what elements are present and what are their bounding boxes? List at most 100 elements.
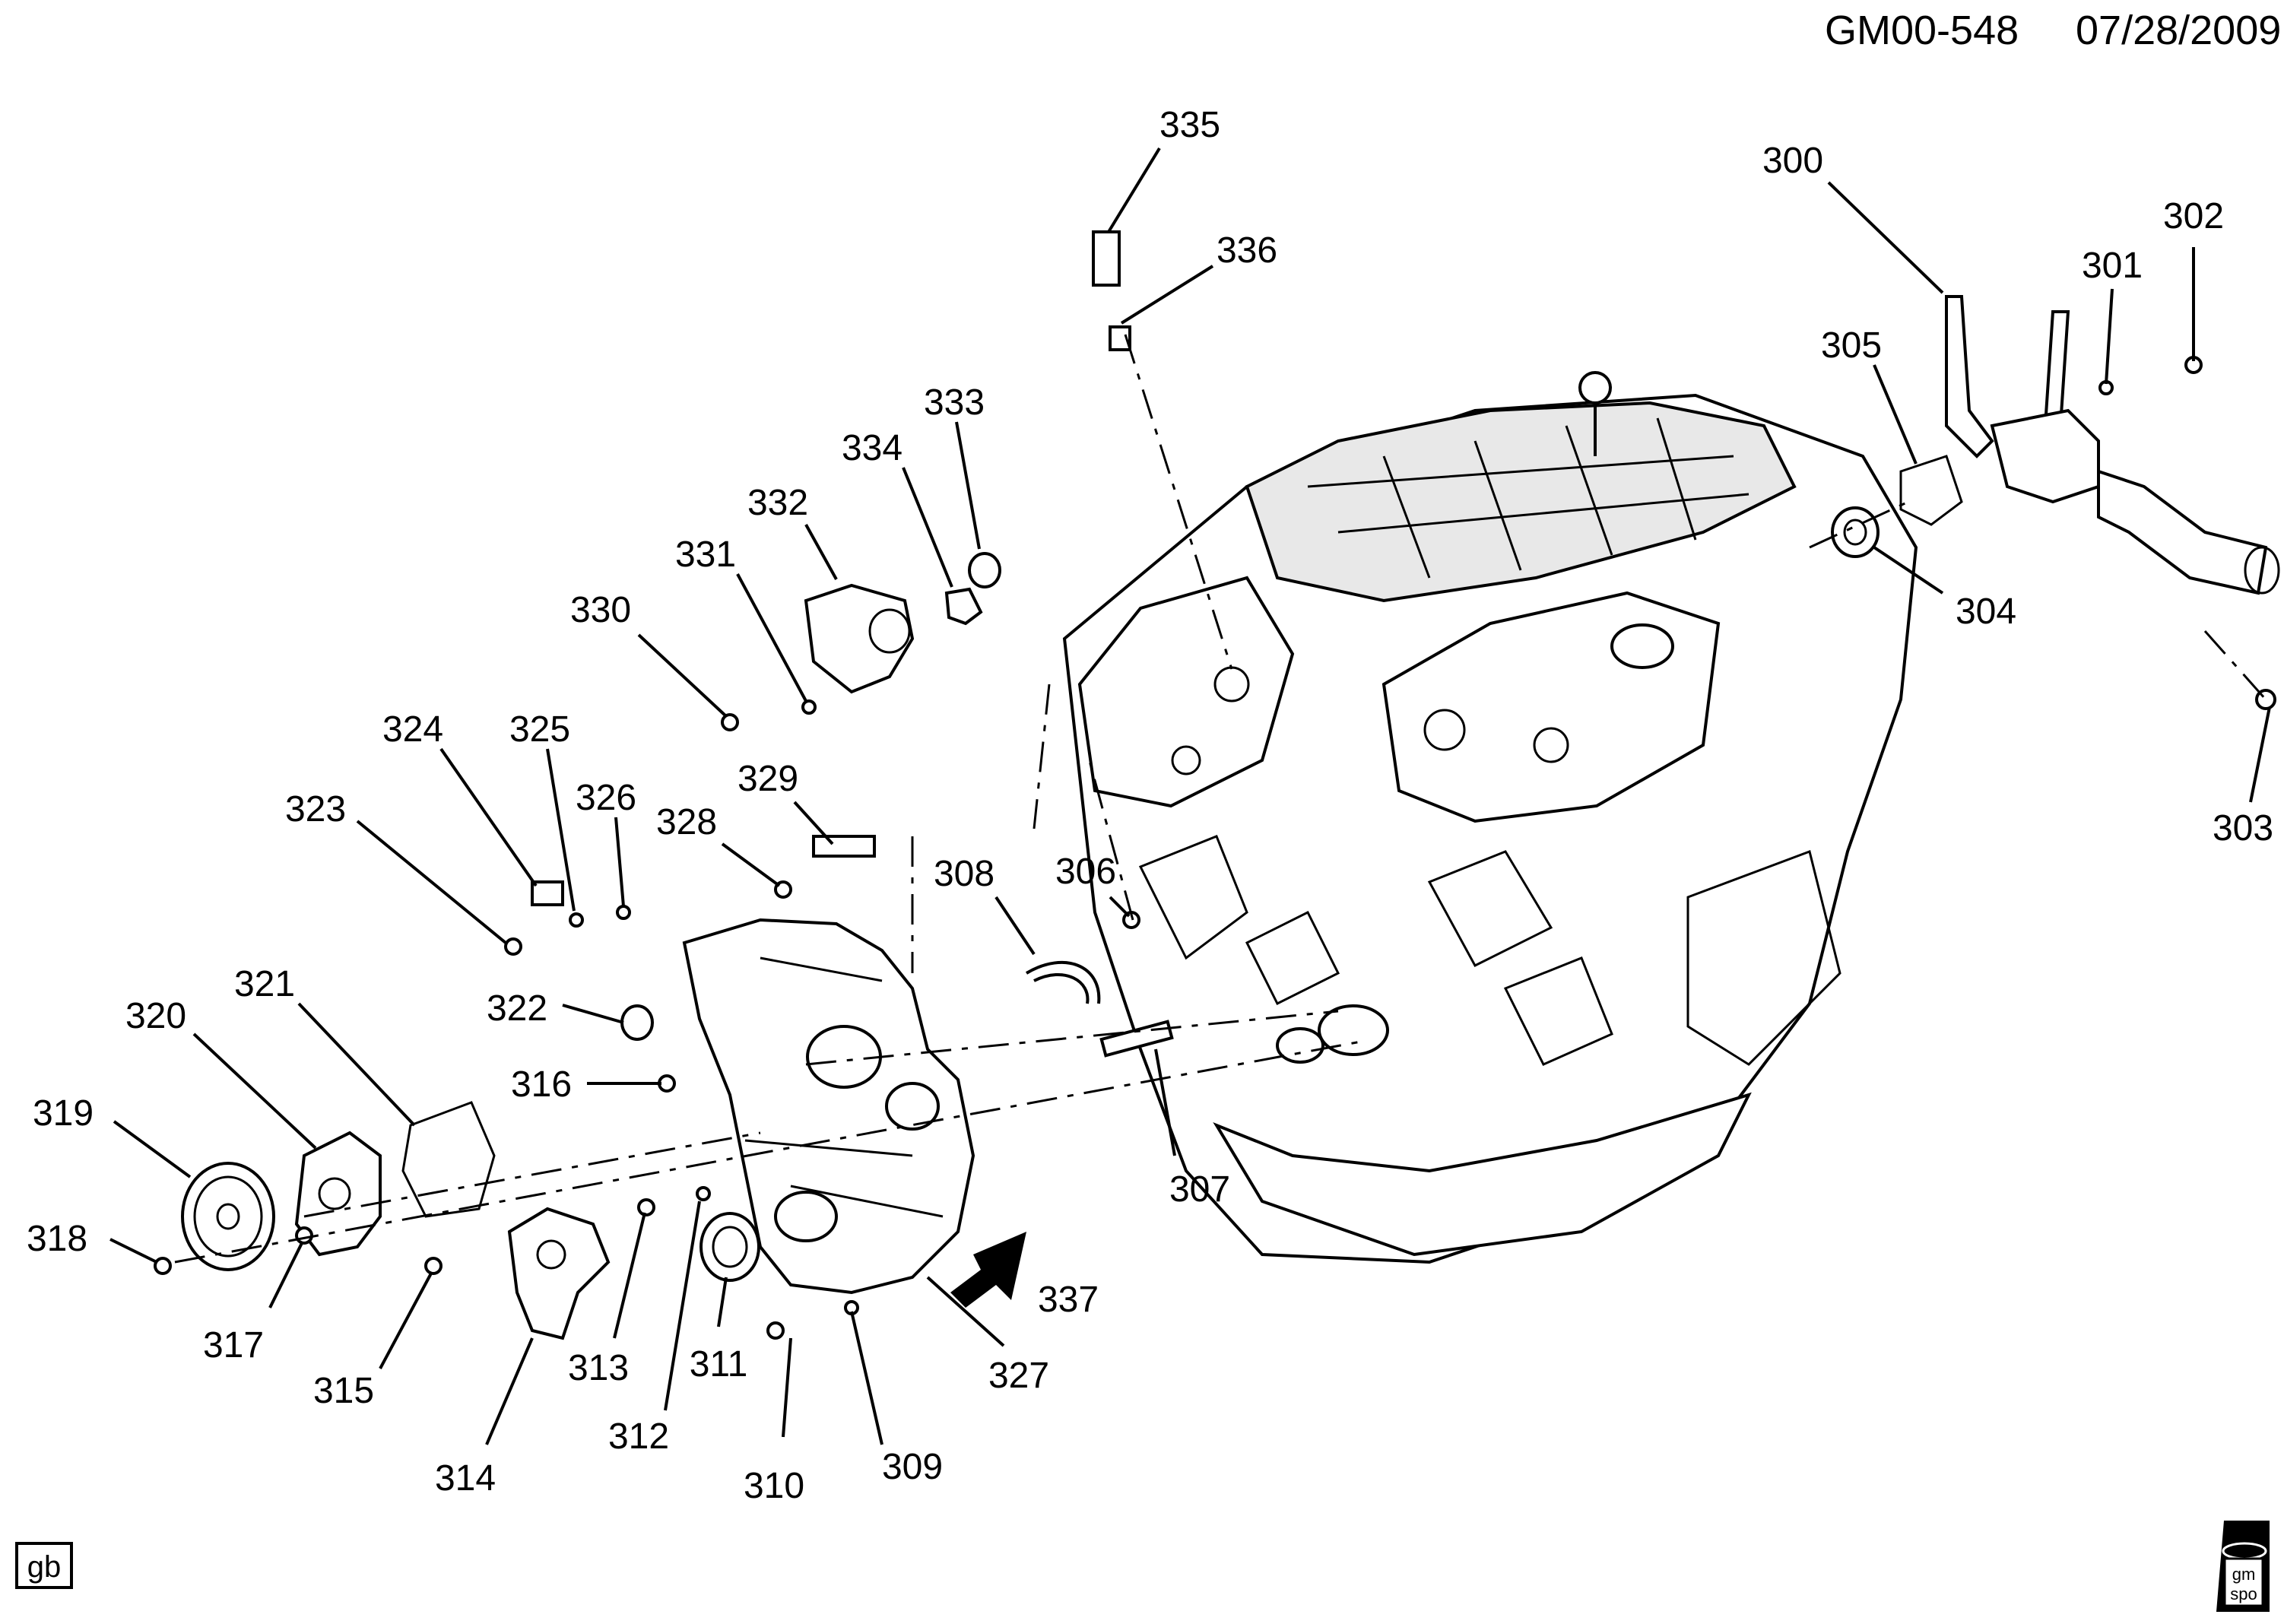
callout-303: 303 (2213, 706, 2273, 848)
svg-text:334: 334 (842, 428, 902, 468)
callout-326: 326 (576, 778, 636, 907)
svg-text:317: 317 (203, 1325, 264, 1365)
svg-text:314: 314 (435, 1458, 496, 1499)
svg-text:311: 311 (690, 1344, 748, 1385)
thermostat (1831, 506, 1880, 558)
diagram-date: 07/28/2009 (2076, 8, 2281, 53)
callout-335: 335 (1107, 105, 1220, 233)
svg-text:313: 313 (568, 1348, 629, 1388)
callout-323: 323 (285, 789, 507, 944)
svg-text:307: 307 (1169, 1169, 1230, 1210)
svg-text:304: 304 (1956, 592, 2016, 632)
svg-text:333: 333 (924, 382, 985, 423)
timing-cover-assembly (682, 918, 975, 1295)
svg-text:329: 329 (738, 759, 798, 799)
callout-329: 329 (738, 759, 834, 845)
callout-307: 307 (1154, 1048, 1230, 1210)
gm-spo-logo: gm spo (2216, 1521, 2270, 1612)
svg-text:331: 331 (675, 534, 736, 575)
svg-text:323: 323 (285, 789, 346, 829)
callout-305: 305 (1821, 325, 1918, 465)
camshaft-seal (620, 1004, 654, 1041)
svg-text:327: 327 (988, 1356, 1049, 1396)
callout-300: 300 (1762, 141, 1944, 294)
callout-334: 334 (842, 428, 953, 588)
svg-text:325: 325 (509, 709, 570, 750)
svg-text:spo: spo (2230, 1584, 2257, 1603)
callout-316: 316 (511, 1064, 661, 1105)
diagram-code: GM00-548 (1825, 8, 2019, 53)
callout-309: 309 (850, 1311, 943, 1487)
fasteners (154, 356, 2276, 1340)
svg-text:319: 319 (33, 1093, 94, 1134)
callout-312: 312 (608, 1201, 701, 1457)
svg-text:328: 328 (656, 802, 717, 842)
svg-text:320: 320 (125, 996, 186, 1036)
sensor-335 (1092, 230, 1131, 351)
svg-text:316: 316 (511, 1064, 572, 1105)
svg-text:gm: gm (2232, 1565, 2256, 1584)
callout-313: 313 (568, 1212, 646, 1388)
callout-311: 311 (690, 1277, 748, 1385)
svg-text:336: 336 (1217, 230, 1277, 271)
callout-332: 332 (747, 483, 838, 580)
svg-text:301: 301 (2082, 246, 2143, 286)
svg-text:302: 302 (2163, 196, 2224, 236)
belt-tensioner (507, 1207, 611, 1340)
front-crank-seal (699, 1212, 760, 1282)
callout-319: 319 (33, 1093, 192, 1178)
svg-text:321: 321 (234, 964, 295, 1004)
callout-337: 337 (1038, 1280, 1099, 1320)
callout-302: 302 (2163, 196, 2224, 361)
view-arrow (950, 1232, 1026, 1308)
callout-304: 304 (1873, 546, 2016, 632)
svg-text:335: 335 (1159, 105, 1220, 145)
callout-336: 336 (1120, 230, 1277, 325)
svg-text:309: 309 (882, 1447, 943, 1487)
seal-333 (968, 552, 1001, 588)
svg-text:300: 300 (1762, 141, 1823, 181)
gb-tag: gb (15, 1542, 73, 1589)
svg-text:324: 324 (382, 709, 443, 750)
svg-text:310: 310 (744, 1466, 804, 1506)
callout-314: 314 (435, 1337, 534, 1499)
svg-text:332: 332 (747, 483, 808, 523)
svg-text:312: 312 (608, 1416, 669, 1457)
svg-text:337: 337 (1038, 1280, 1099, 1320)
svg-text:306: 306 (1055, 852, 1116, 892)
gasket-334 (944, 587, 983, 626)
svg-text:318: 318 (27, 1219, 87, 1259)
callout-315: 315 (313, 1271, 433, 1411)
callout-310: 310 (744, 1337, 804, 1506)
svg-text:330: 330 (570, 590, 631, 630)
callout-333: 333 (924, 382, 985, 550)
svg-text:322: 322 (487, 988, 547, 1029)
callout-306: 306 (1055, 852, 1131, 918)
callout-328: 328 (656, 802, 781, 887)
o-ring-308 (1025, 960, 1101, 1004)
coolant-pipe-assembly (1945, 295, 2280, 595)
svg-text:308: 308 (934, 854, 994, 894)
callout-318: 318 (27, 1219, 157, 1264)
callout-320: 320 (125, 996, 317, 1150)
callout-327: 327 (926, 1276, 1049, 1396)
svg-text:303: 303 (2213, 808, 2273, 848)
callout-317: 317 (203, 1241, 304, 1365)
svg-text:326: 326 (576, 778, 636, 818)
callout-324: 324 (382, 709, 538, 887)
callout-330: 330 (570, 590, 728, 718)
callout-325: 325 (509, 709, 576, 912)
water-outlet-332 (804, 583, 915, 694)
callout-331: 331 (675, 534, 807, 702)
alignment-lines (174, 334, 2267, 1264)
callout-322: 322 (487, 988, 624, 1029)
engine-block (1062, 371, 1918, 1264)
callout-301: 301 (2082, 246, 2143, 385)
svg-text:305: 305 (1821, 325, 1882, 366)
callout-308: 308 (934, 854, 1036, 956)
callout-321: 321 (234, 964, 416, 1127)
water-pump-pulley (181, 1162, 275, 1271)
svg-text:gb: gb (27, 1550, 62, 1584)
water-pump-gasket (401, 1101, 496, 1218)
